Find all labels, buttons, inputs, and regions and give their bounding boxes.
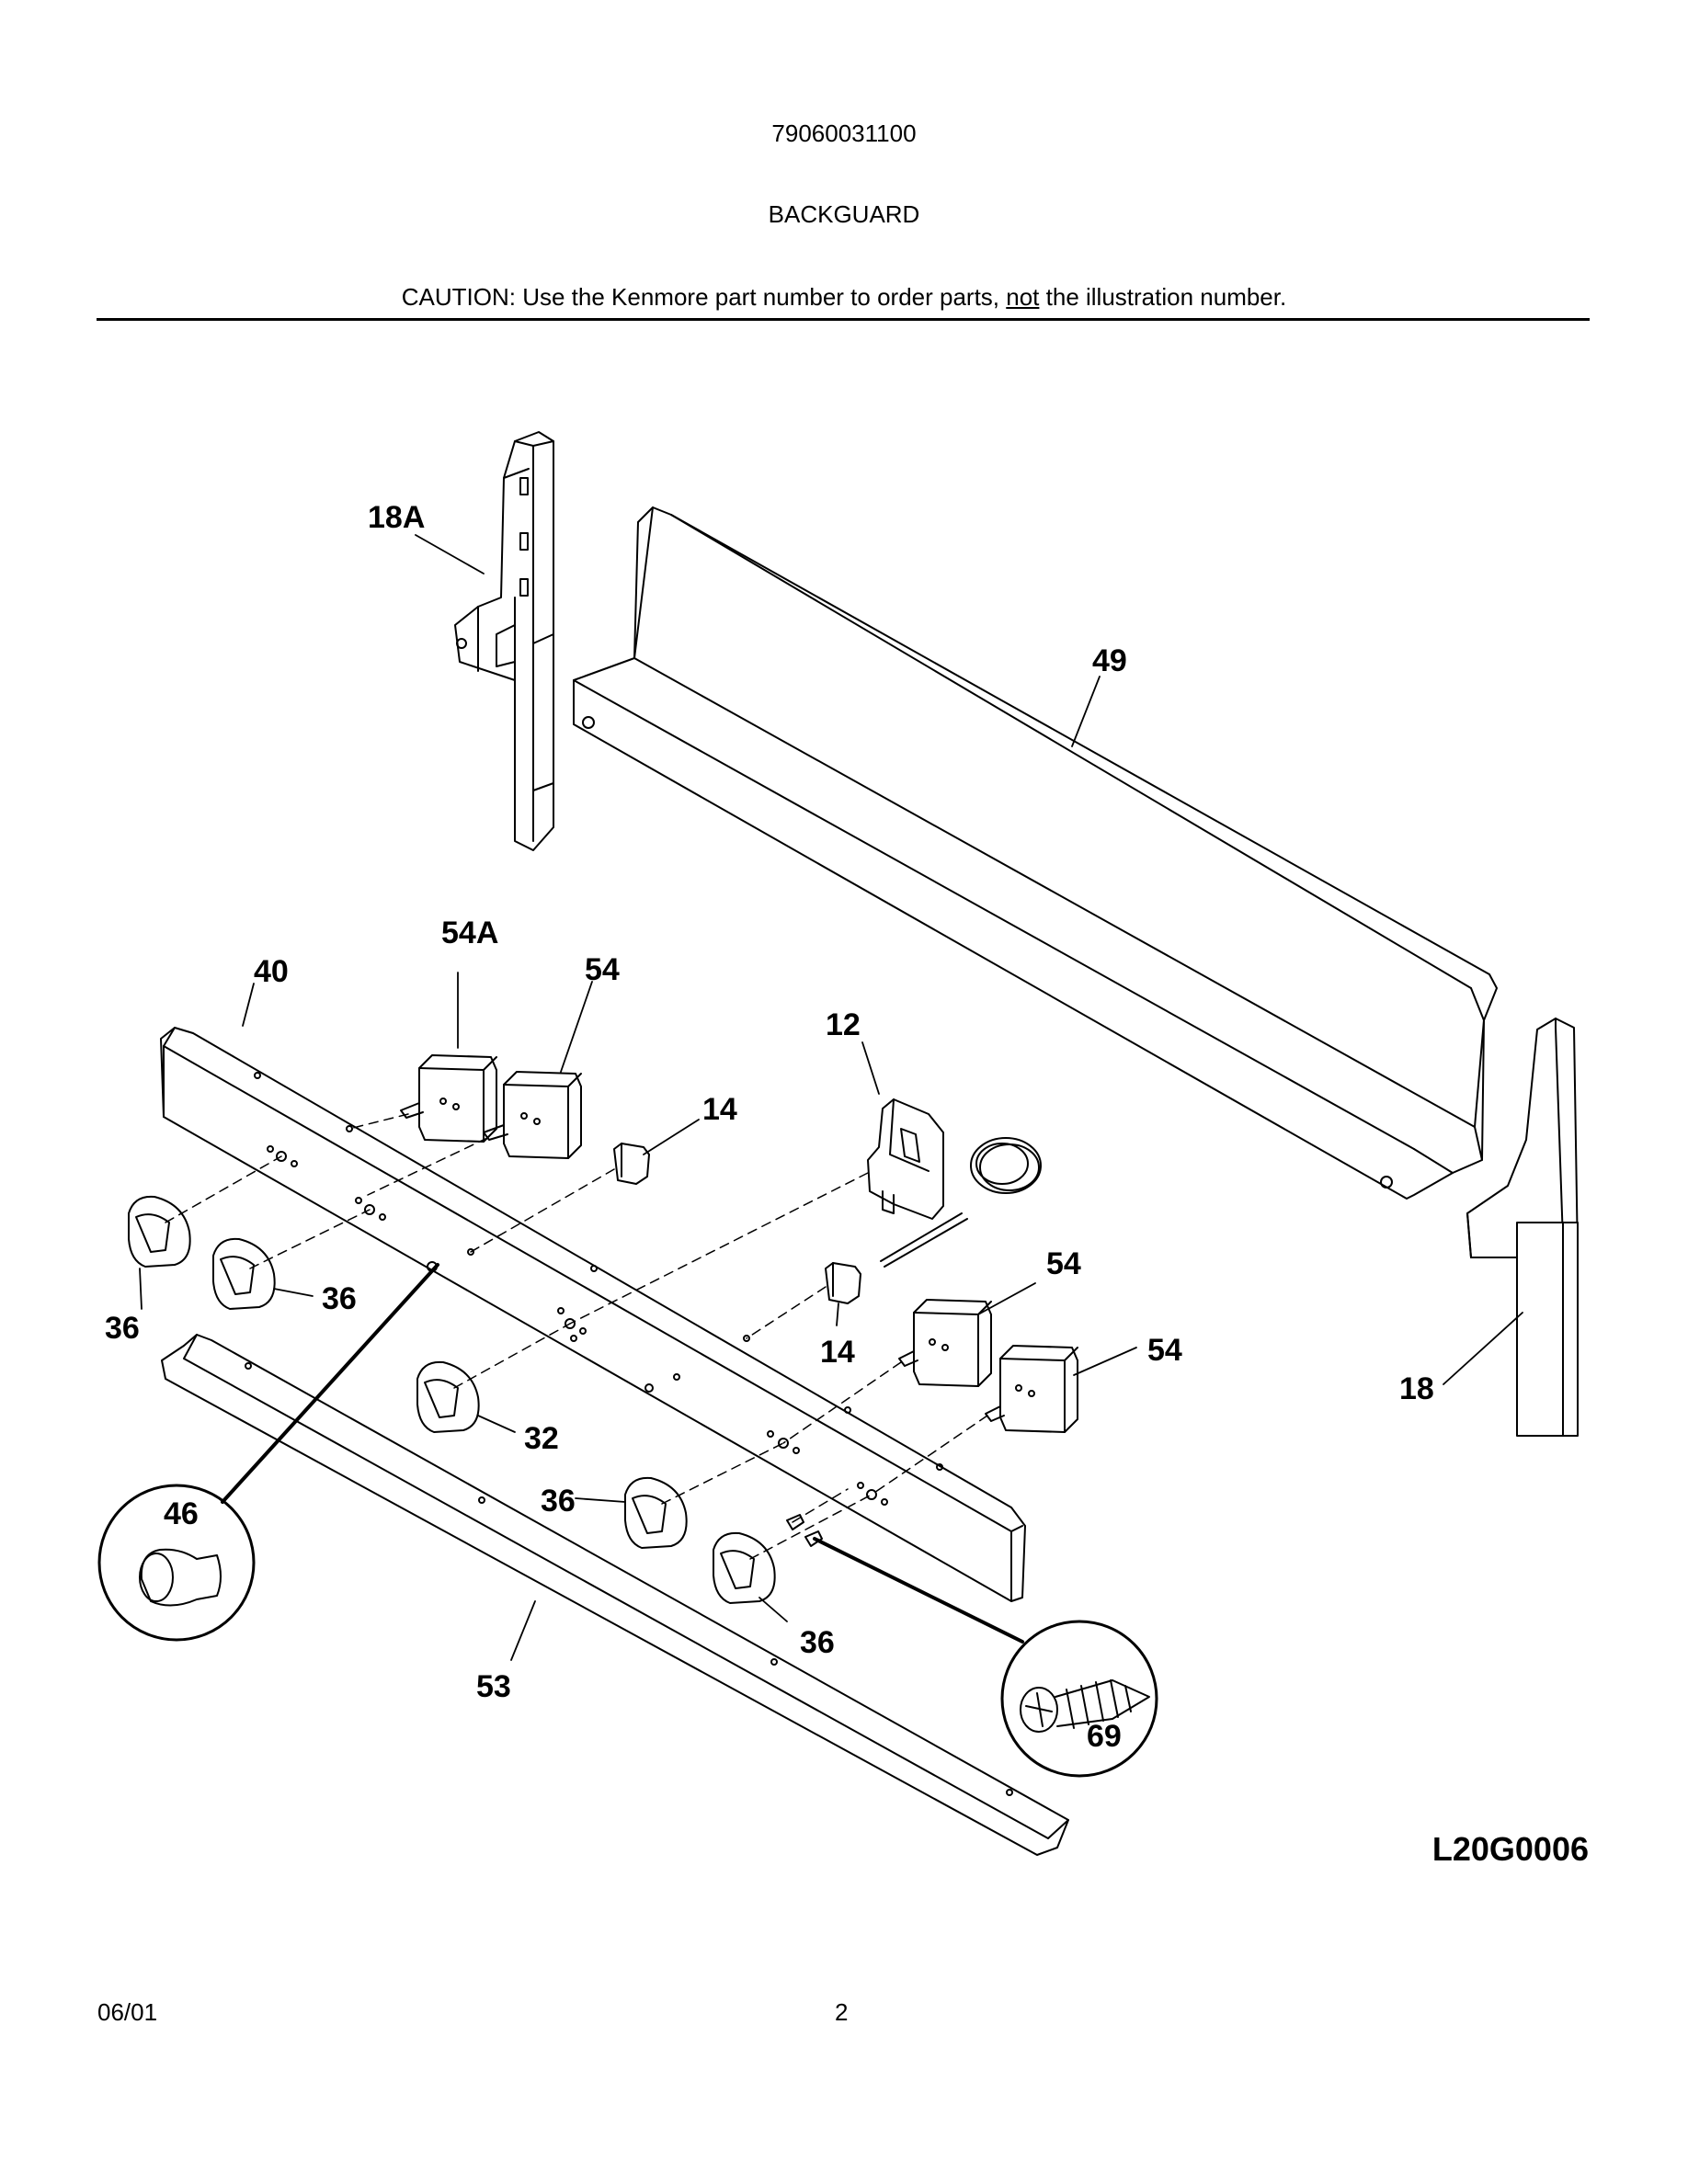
indicator-light-upper-part <box>613 1143 650 1185</box>
callout-label: 54 <box>585 952 620 987</box>
header-rule <box>97 318 1590 321</box>
footer-date: 06/01 <box>97 1998 158 2026</box>
detail-circle-46 <box>97 1263 439 1642</box>
knob-36-left-part <box>128 1195 191 1268</box>
callout-labels: 18A 49 54A 40 54 12 14 36 36 54 14 54 18… <box>105 500 1434 1754</box>
switch-54-top-part <box>483 1071 582 1159</box>
backguard-panel-part <box>573 506 1498 1200</box>
callout-label: 46 <box>164 1496 199 1531</box>
leader-lines <box>139 534 1523 1661</box>
knob-32-part <box>416 1360 480 1433</box>
callout-label: 18A <box>368 500 425 535</box>
endcap-right-part <box>1466 1018 1579 1437</box>
detail-circle-69 <box>813 1537 1158 1778</box>
knob-36-fourth-part <box>713 1531 776 1604</box>
indicator-light-lower-part <box>825 1262 861 1304</box>
caution-suffix: the illustration number. <box>1039 283 1287 311</box>
assembly-lines <box>165 1113 988 1560</box>
knob-36-second-part <box>212 1237 276 1310</box>
trim-strip-part <box>161 1334 1069 1856</box>
callout-label: 36 <box>541 1484 576 1519</box>
caution-prefix: CAUTION: Use the Kenmore part number to … <box>401 283 1007 311</box>
callout-label: 14 <box>820 1335 855 1370</box>
callout-label: 53 <box>476 1669 511 1704</box>
bracket-left-part <box>454 431 554 851</box>
callout-label: 36 <box>800 1625 835 1660</box>
callout-label: 36 <box>322 1281 357 1316</box>
callout-label: 36 <box>105 1311 140 1346</box>
callout-label: 54 <box>1147 1333 1182 1368</box>
callout-label: 54 <box>1046 1246 1081 1281</box>
callout-label: 49 <box>1092 643 1127 678</box>
switch-54-right-upper-part <box>898 1299 992 1387</box>
page-number: 2 <box>835 1998 849 2026</box>
callout-label: 54A <box>441 916 498 950</box>
callout-label: 40 <box>254 954 289 989</box>
caution-emphasis: not <box>1006 283 1040 311</box>
switch-54-right-lower-part <box>985 1345 1078 1433</box>
thermostat-part <box>867 1098 1042 1268</box>
callout-label: 32 <box>524 1421 559 1456</box>
control-panel-part <box>160 1027 1026 1602</box>
callout-label: 18 <box>1399 1371 1434 1406</box>
knob-36-third-part <box>624 1476 688 1549</box>
switch-54a-part <box>400 1054 497 1143</box>
caution-note: CAUTION: Use the Kenmore part number to … <box>0 283 1688 312</box>
callout-label: 12 <box>826 1007 861 1042</box>
model-number: 79060031100 <box>771 119 917 147</box>
callout-label: 69 <box>1087 1719 1122 1754</box>
section-title: BACKGUARD <box>768 200 920 228</box>
drawing-id: L20G0006 <box>1432 1830 1589 1868</box>
callout-label: 14 <box>702 1092 737 1127</box>
